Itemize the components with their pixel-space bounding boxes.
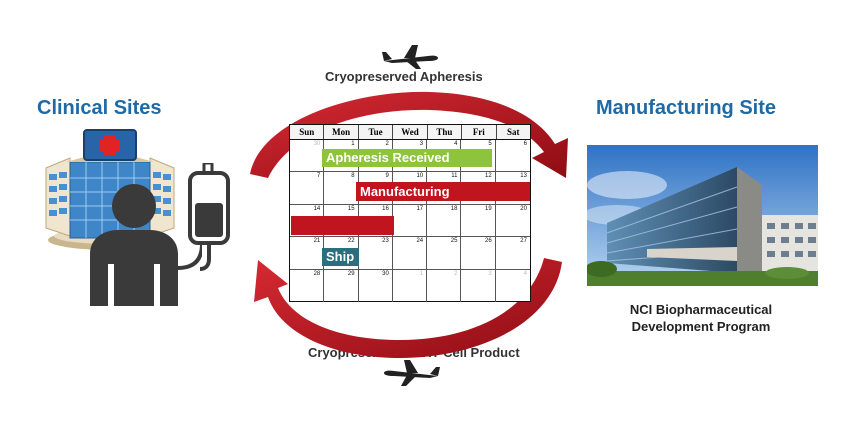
calendar-day: 29 xyxy=(324,269,359,302)
clinical-sites-heading: Clinical Sites xyxy=(37,97,162,119)
calendar-day: 1 xyxy=(393,269,428,302)
calendar-day: 30 xyxy=(359,269,393,302)
calendar-day: 19 xyxy=(461,204,496,238)
cycle-arrows xyxy=(250,91,568,358)
calendar-day: 2 xyxy=(427,269,462,302)
calendar-day: 20 xyxy=(495,205,530,238)
calendar-day: 5 xyxy=(461,140,496,173)
calendar-day: 7 xyxy=(290,172,325,205)
calendar-weekday-header: Sun Mon Tue Wed Thu Fri Sat xyxy=(290,125,530,140)
airplane-icon xyxy=(384,360,440,386)
outbound-flow-label: Cryopreserved Apheresis xyxy=(325,69,483,84)
patient-icon xyxy=(90,184,202,306)
weekday-fri: Fri xyxy=(462,125,497,139)
calendar-day: 3 xyxy=(461,269,496,302)
weekday-mon: Mon xyxy=(324,125,359,139)
airplane-icon xyxy=(382,45,438,69)
calendar-day: 30 xyxy=(290,140,325,173)
weekday-tue: Tue xyxy=(359,125,394,139)
bottom-cycle-arrow xyxy=(254,258,562,358)
weekday-thu: Thu xyxy=(428,125,463,139)
manufacturing-site-heading: Manufacturing Site xyxy=(596,97,777,119)
facility-caption: NCI Biopharmaceutical Development Progra… xyxy=(606,301,796,335)
apheresis-received-event: Apheresis Received xyxy=(322,149,492,167)
weekday-sun: Sun xyxy=(290,125,325,139)
calendar-day: 18 xyxy=(427,204,462,238)
calendar-day: 6 xyxy=(495,140,530,173)
calendar-day: 17 xyxy=(392,204,428,238)
iv-bag-icon xyxy=(188,163,230,271)
calendar-day: 21 xyxy=(290,237,325,270)
calendar-day: 25 xyxy=(427,237,462,270)
weekday-sat: Sat xyxy=(506,127,520,137)
calendar-day: 27 xyxy=(495,237,530,270)
calendar-day: 8 xyxy=(324,172,359,205)
building-photo xyxy=(587,145,818,286)
calendar-day: 13 xyxy=(495,172,530,205)
manufacturing-event-continued xyxy=(291,216,394,235)
calendar-day: 28 xyxy=(290,269,325,302)
calendar-day: 26 xyxy=(461,237,496,270)
ship-event: Ship xyxy=(322,248,359,266)
calendar-day: 23 xyxy=(358,237,393,270)
calendar-day: 24 xyxy=(392,237,428,270)
facility-caption-line1: NCI Biopharmaceutical xyxy=(629,302,773,317)
facility-caption-line2: Development Program xyxy=(631,319,771,334)
top-cycle-arrow xyxy=(250,91,568,178)
calendar-day: 4 xyxy=(523,270,527,277)
weekday-wed: Wed xyxy=(393,125,428,139)
manufacturing-event: Manufacturing xyxy=(356,182,530,201)
